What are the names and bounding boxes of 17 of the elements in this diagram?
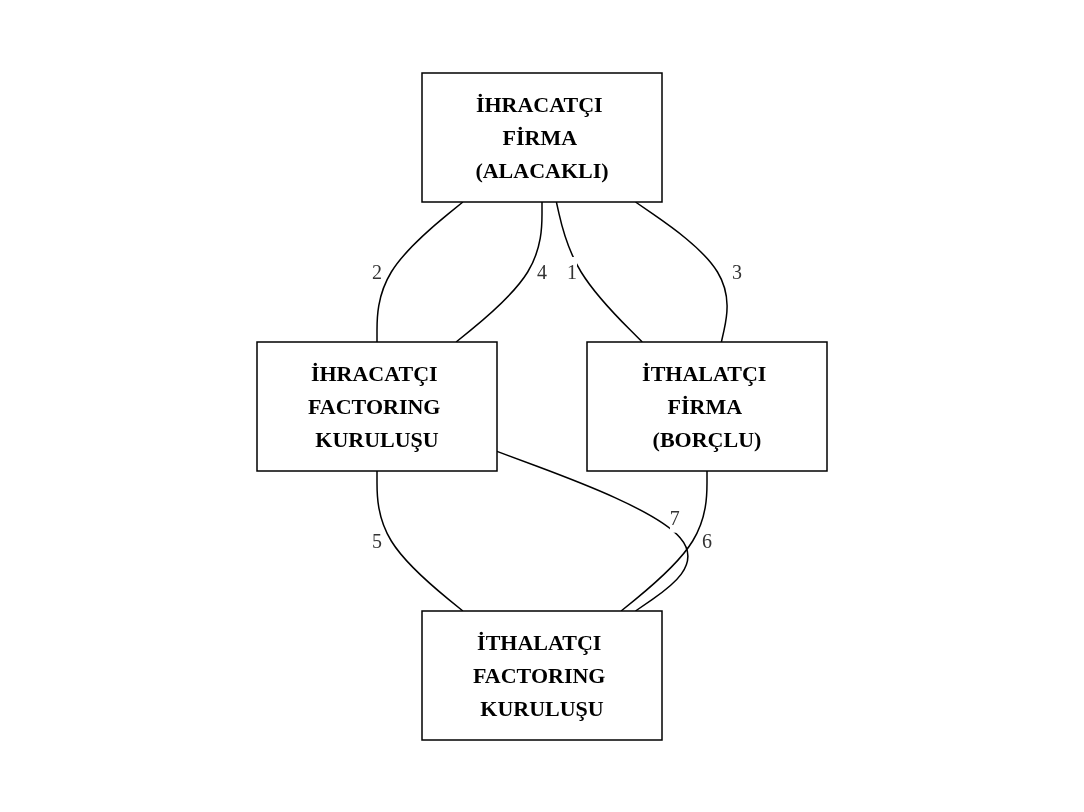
- connector: [376, 469, 464, 612]
- node-box: İTHALATÇI FİRMA (BORÇLU): [586, 340, 828, 472]
- connector: [634, 200, 728, 343]
- edge-label: 7: [669, 506, 680, 529]
- edge-label: 6: [702, 529, 712, 552]
- node-box: İHRACATÇI FACTORING KURULUŞU: [256, 340, 498, 472]
- connector: [376, 200, 464, 343]
- connector: [620, 469, 708, 612]
- node-box: İTHALATÇI FACTORING KURULUŞU: [421, 609, 663, 741]
- edge-label: 2: [372, 260, 382, 283]
- node-box: İHRACATÇI FİRMA (ALACAKLI): [421, 71, 663, 203]
- edge-label: 5: [372, 529, 382, 552]
- edge-label: 1: [567, 260, 577, 283]
- connector: [455, 200, 543, 343]
- edge-label: 3: [732, 260, 742, 283]
- edge-label: 4: [537, 260, 547, 283]
- connector: [555, 200, 643, 343]
